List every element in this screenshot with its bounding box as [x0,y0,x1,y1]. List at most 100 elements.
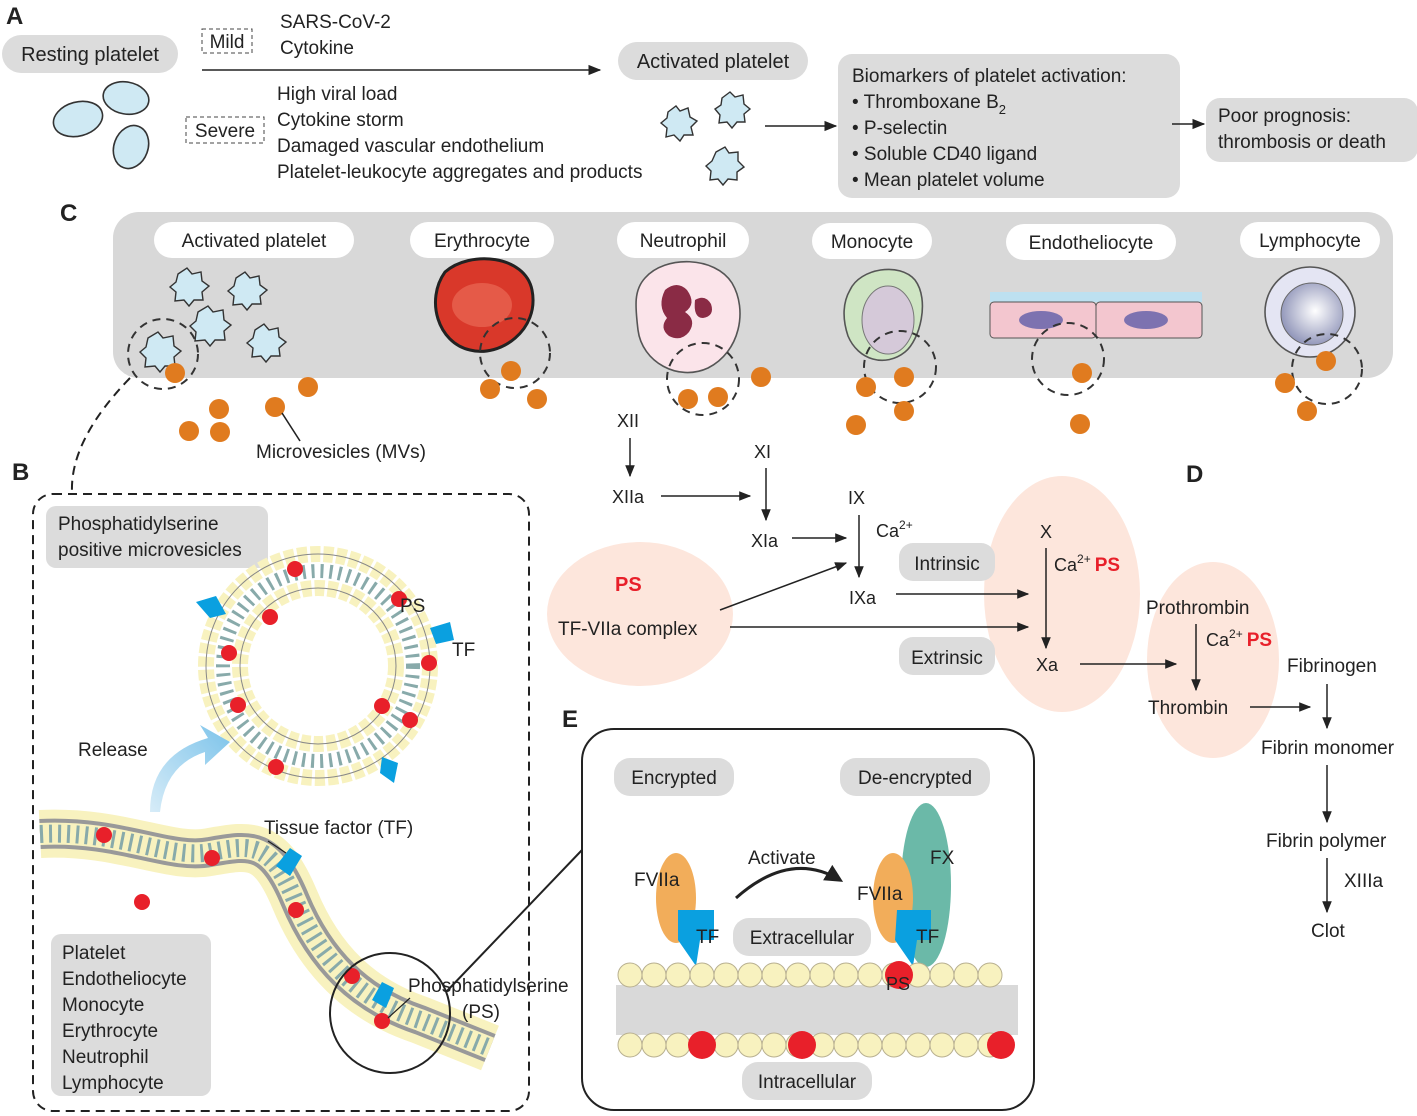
lipid-head [761,1032,787,1058]
zoom-circle [329,952,451,1074]
lipid-head [905,1032,931,1058]
lipid-bilayer [616,961,1018,1059]
panel-label-a: A [6,3,23,30]
fx-label: FX [930,848,955,869]
clot-label: Clot [1311,921,1346,942]
lipid-head [761,962,787,988]
source-cell-5: Neutrophil [62,1047,149,1068]
resting-platelet-label: Resting platelet [21,44,159,66]
intrinsic-label: Intrinsic [914,554,979,575]
release-arrow [150,725,230,812]
factor-xi: XI [754,442,771,462]
lipid-head [641,1032,667,1058]
lipid-head [857,1032,883,1058]
factor-xiia: XIIa [612,487,645,507]
biomarker-3: • Soluble CD40 ligand [852,144,1037,165]
fibrin-polymer-label: Fibrin polymer [1266,831,1387,852]
de-encrypted-label: De-encrypted [858,768,972,789]
lipid-head [665,1032,691,1058]
resting-platelet-icons [52,80,150,170]
cell-label-box-4 [812,223,932,259]
monocyte-icon [843,268,924,362]
de-encrypted-box [840,758,990,796]
factor-x: X [1040,522,1052,542]
biomarker-2: • P-selectin [852,118,947,139]
prothrombin-label: Prothrombin [1146,598,1250,619]
lipid-head [641,962,667,988]
panel-label-c: C [60,200,77,227]
extracellular-box [733,918,871,956]
lipid-head [809,962,835,988]
ps-mv-label-box [46,506,268,568]
tf-left: TF [696,927,719,948]
zoom-connector [70,377,131,493]
cell-label-monocyte: Monocyte [831,232,913,253]
cell-label-box-1 [154,222,354,258]
cell-label-activated-platelet: Activated platelet [182,231,327,252]
tissue-factor-label: Tissue factor (TF) [264,818,413,839]
lipid-head [929,962,955,988]
lipid-head [689,962,715,988]
lipid-head [737,1032,763,1058]
factor-xii: XII [617,411,639,431]
severe-cause-3: Damaged vascular endothelium [277,136,544,157]
lipid-head [977,962,1003,988]
prothrombin-cofactor: Ca2+PS [1206,627,1272,651]
tf-shape-right [895,910,931,966]
vesicle-ps-label: PS [400,596,425,617]
release-label: Release [78,740,148,761]
intracellular-box [742,1062,872,1100]
tf-right: TF [916,927,939,948]
neutrophil-icon [635,260,741,374]
tf-viia-label: TF-VIIa complex [558,619,698,640]
activated-platelet-icons [659,91,752,187]
cell-label-endotheliocyte: Endotheliocyte [1029,233,1154,254]
cell-label-box-5 [1006,224,1176,260]
source-cell-3: Monocyte [62,995,144,1016]
panel-d: D XII XIIa XI XIa IX Ca2+ IXa Intrinsic … [547,411,1395,942]
factor-ixa: IXa [849,588,877,608]
prognosis-line-1: Poor prognosis: [1218,106,1351,127]
source-cell-2: Endotheliocyte [62,969,187,990]
lipid-head [713,1032,739,1058]
biomarkers-box [838,54,1180,198]
lipid-head [833,962,859,988]
microvesicles-label: Microvesicles (MVs) [256,442,426,463]
erythrocyte-icon [434,257,535,353]
lipid-head [953,1032,979,1058]
release-circles [127,317,1363,416]
source-cells-box [51,934,211,1096]
zoom-line-e [445,849,583,993]
ps-mv-label-1: Phosphatidylserine [58,514,219,535]
extrinsic-box [899,637,995,675]
lipid-head [737,962,763,988]
cell-label-neutrophil: Neutrophil [640,231,727,252]
tf-viia-ellipse [547,542,733,686]
source-cell-4: Erythrocyte [62,1021,158,1042]
plasma-membrane [38,809,499,1071]
arrow-tf-to-ix [719,562,848,611]
severe-cause-2: Cytokine storm [277,110,404,131]
panel-label-b: B [12,459,29,486]
lipid-head [857,962,883,988]
activate-arrow [735,864,844,900]
cell-label-box-6 [1240,222,1380,258]
thrombin-ellipse [1147,562,1279,758]
tf-shape-left [678,910,714,966]
ps-pointer [387,997,411,1019]
ps-microvesicle [196,546,454,786]
microvesicles [165,351,1336,442]
tf-pointer [267,840,287,854]
lipid-head [617,962,643,988]
severe-tag-box [185,116,265,144]
panel-label-e: E [562,706,578,733]
mild-tag: Mild [210,32,245,53]
panel-a: A Resting platelet Mild SARS-CoV-2 Cytok… [2,3,1417,198]
prognosis-box [1206,98,1417,162]
mild-tag-box [201,28,253,54]
encrypted-label: Encrypted [631,768,717,789]
activated-platelet-label: Activated platelet [637,51,790,73]
ps-mv-label-2: positive microvesicles [58,540,242,561]
tf-viia-ps-label: PS [615,574,642,596]
lipid-head [833,1032,859,1058]
